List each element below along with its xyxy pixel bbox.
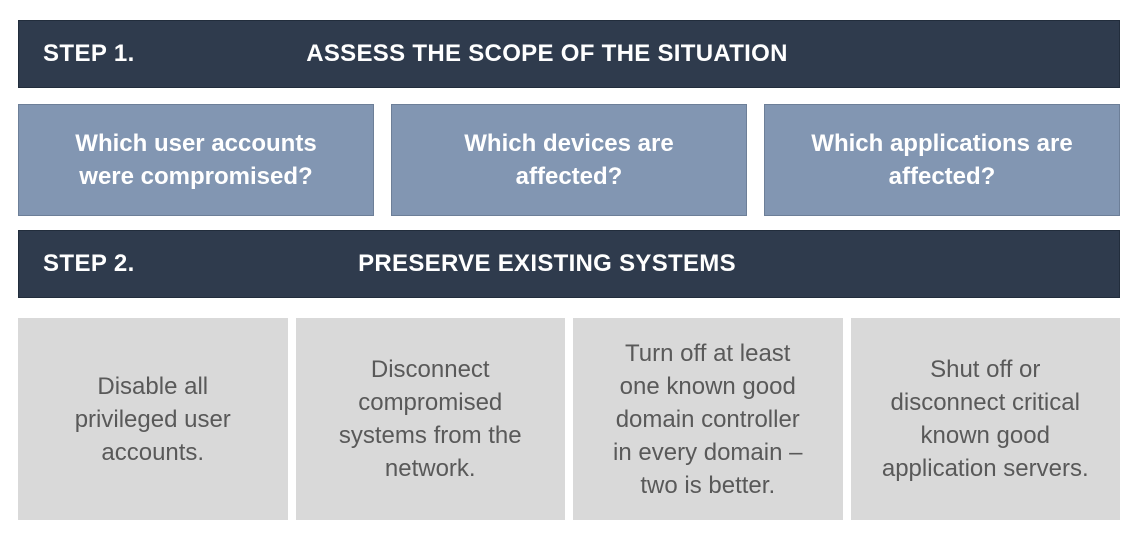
- action-card-disable-accounts: Disable all privileged user accounts.: [18, 318, 288, 520]
- action-card-application-servers: Shut off or disconnect critical known go…: [850, 318, 1120, 520]
- question-card-text: Which user accounts were compromised?: [75, 130, 317, 190]
- action-card-disconnect-systems: Disconnect compromised systems from the …: [295, 318, 565, 520]
- action-card-text: Disable all privileged user accounts.: [74, 372, 231, 466]
- step2-title: PRESERVE EXISTING SYSTEMS: [358, 250, 736, 277]
- question-card-devices: Which devices are affected?: [391, 104, 747, 216]
- action-card-text: Disconnect compromised systems from the …: [338, 356, 522, 482]
- question-card-text: Which applications are affected?: [811, 130, 1073, 190]
- action-card-text: Shut off or disconnect critical known go…: [881, 356, 1089, 482]
- action-card-domain-controller: Turn off at least one known good domain …: [573, 318, 843, 520]
- question-card-applications: Which applications are affected?: [764, 104, 1120, 216]
- step2-cards-row: Disable all privileged user accounts. Di…: [18, 318, 1120, 520]
- question-card-user-accounts: Which user accounts were compromised?: [18, 104, 374, 216]
- step1-title: ASSESS THE SCOPE OF THE SITUATION: [306, 40, 788, 67]
- step1-label: STEP 1.: [43, 40, 135, 67]
- step1-header-bar: STEP 1. ASSESS THE SCOPE OF THE SITUATIO…: [18, 20, 1120, 88]
- step2-header-bar: STEP 2. PRESERVE EXISTING SYSTEMS: [18, 230, 1120, 298]
- step2-label: STEP 2.: [43, 250, 135, 277]
- diagram-content: STEP 1. ASSESS THE SCOPE OF THE SITUATIO…: [18, 20, 1120, 520]
- action-card-text: Turn off at least one known good domain …: [613, 339, 803, 499]
- step1-cards-row: Which user accounts were compromised? Wh…: [18, 104, 1120, 216]
- question-card-text: Which devices are affected?: [464, 130, 674, 190]
